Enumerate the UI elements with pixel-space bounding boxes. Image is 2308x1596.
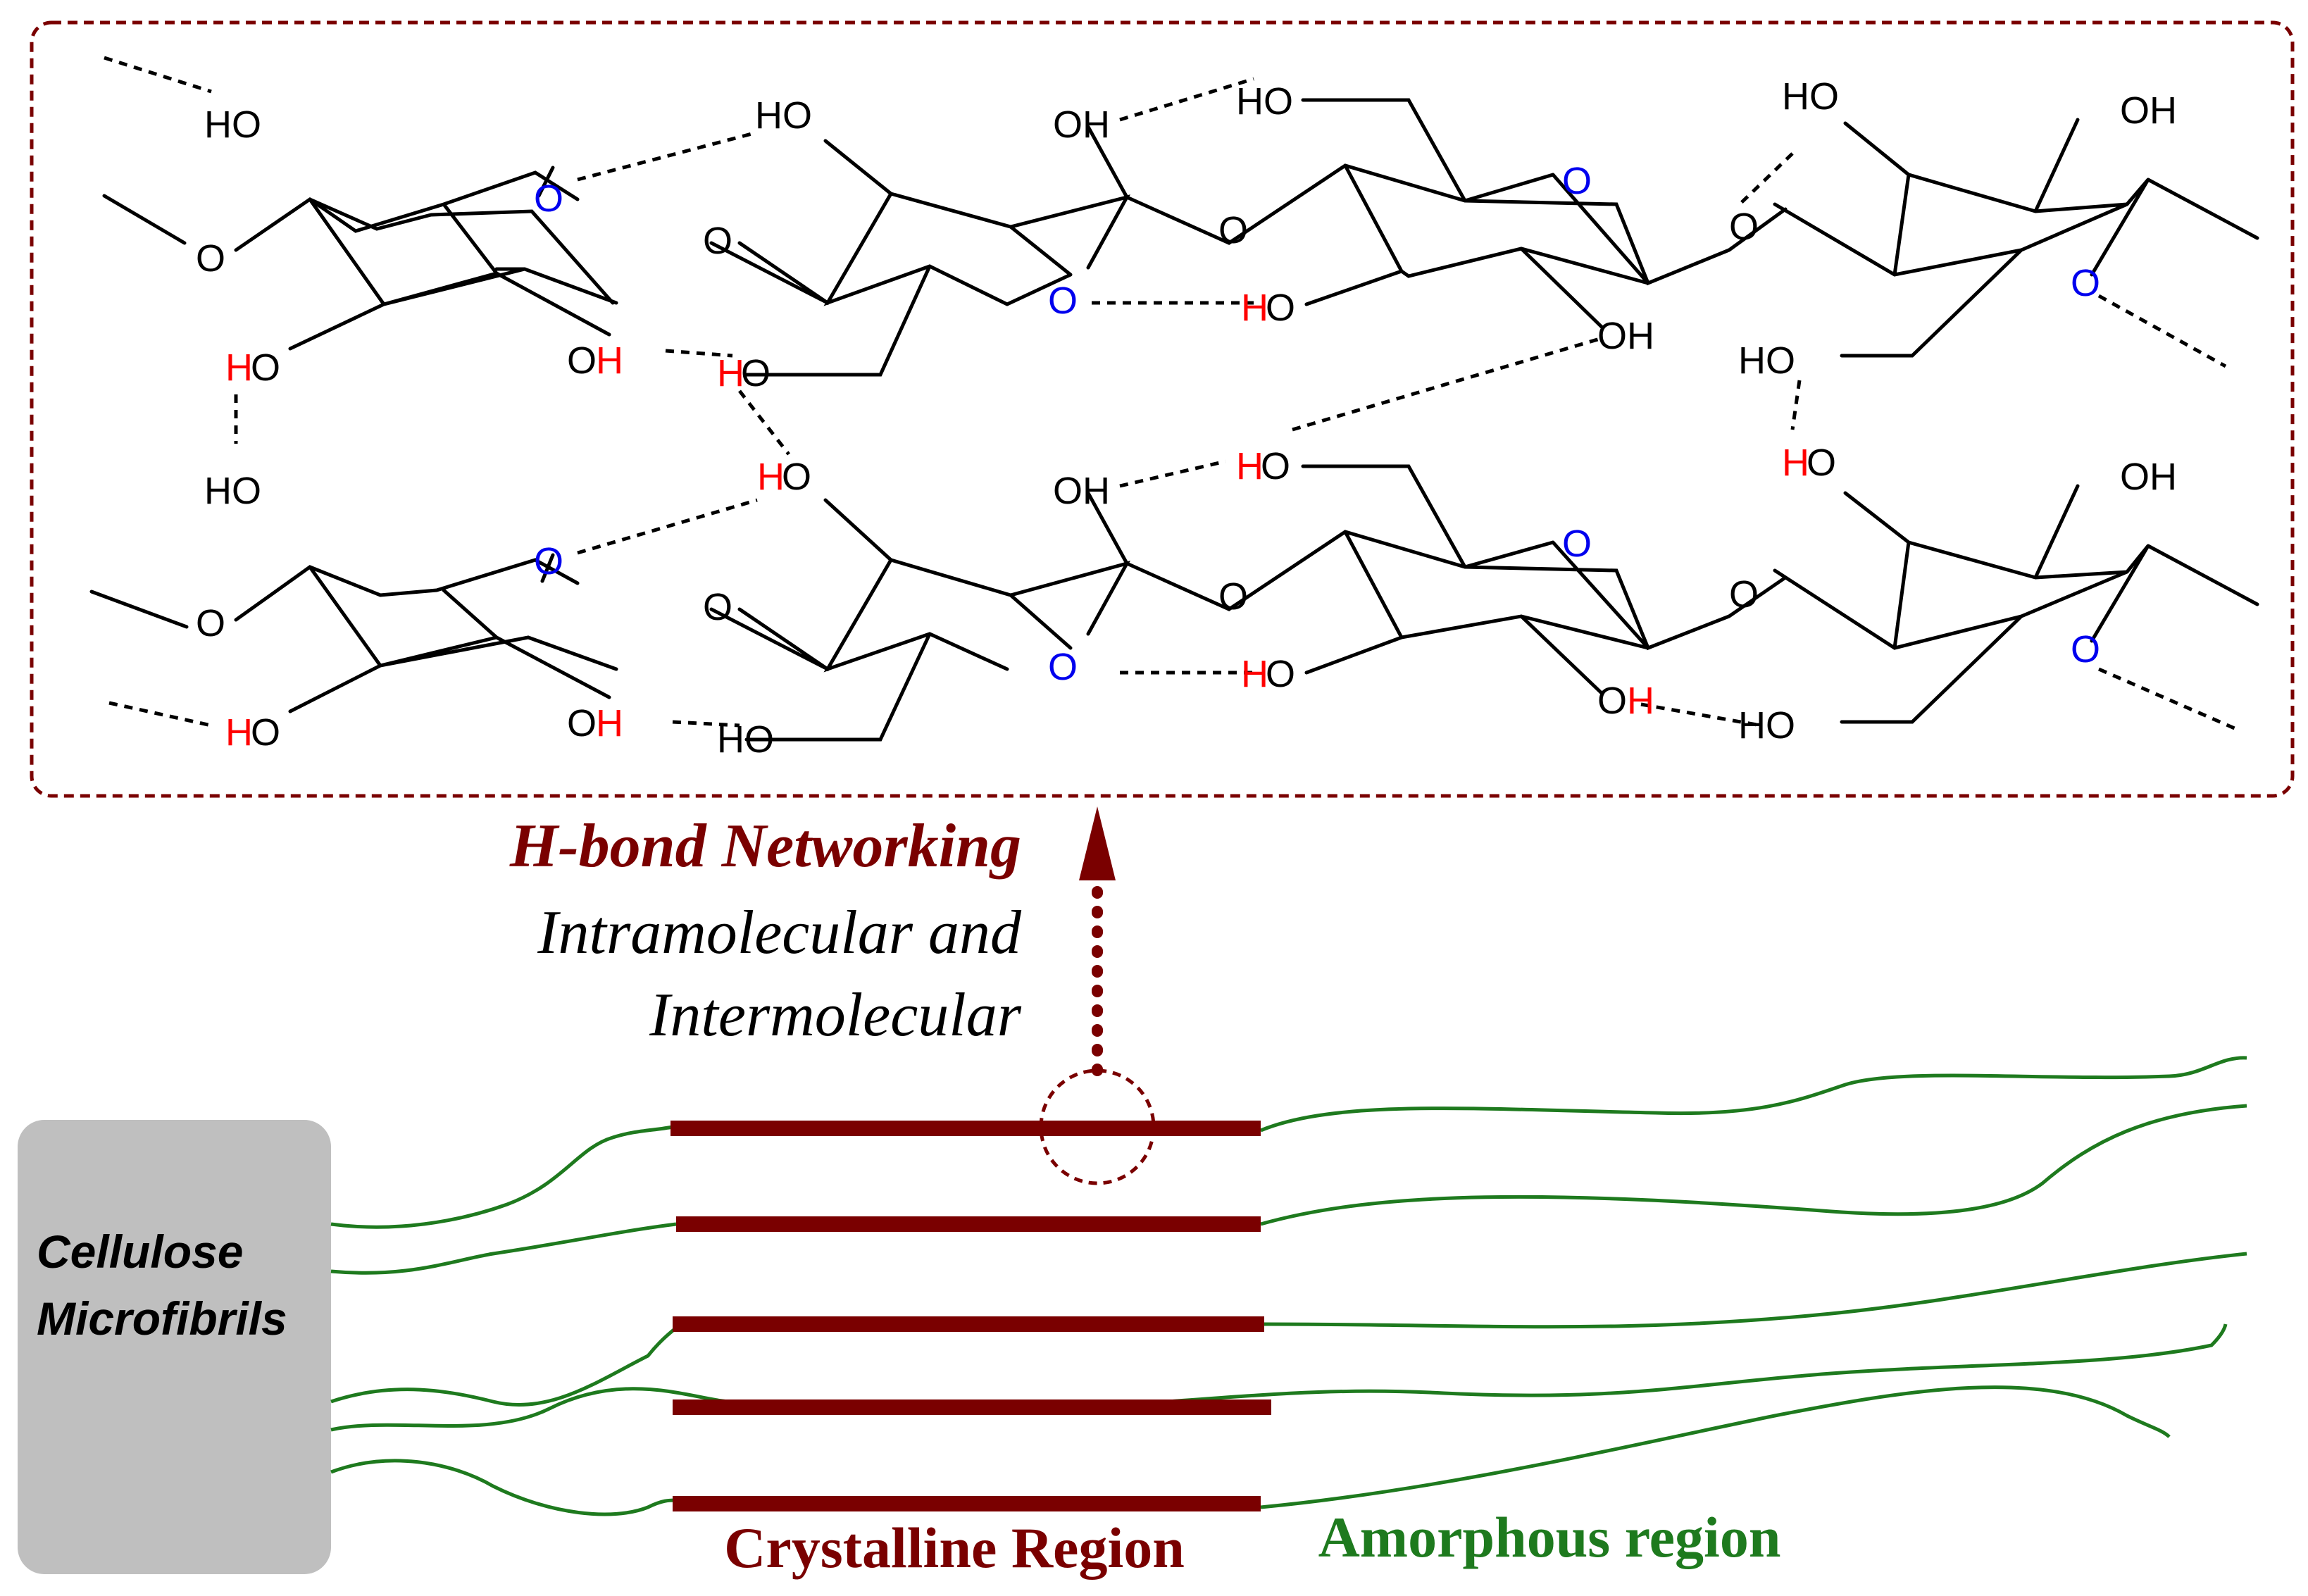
- microfibrils-label-1: Cellulose: [37, 1226, 243, 1278]
- atom-o-ring: O: [534, 540, 563, 582]
- atom-h: H: [596, 702, 623, 744]
- atom-h: H: [717, 352, 744, 394]
- atom-oh: OH: [2120, 89, 2177, 132]
- atom-oh: OH: [1597, 315, 1654, 357]
- upper-pyranose-ring-1: [308, 197, 615, 305]
- atom-o: O: [1807, 442, 1836, 484]
- atom-o-ring: O: [2071, 628, 2100, 671]
- atom-o-ring: O: [2071, 262, 2100, 304]
- atom-ho: HO: [204, 470, 261, 512]
- atom-o-link: O: [196, 237, 225, 280]
- atom-o-ring: O: [1562, 160, 1592, 202]
- cellulose-chain-lower: [89, 464, 2259, 742]
- atom-ho: HO: [1782, 75, 1839, 118]
- hydrogen-bonds: [104, 56, 2237, 731]
- atom-o-ring: O: [534, 177, 563, 220]
- atom-o: O: [567, 339, 597, 382]
- microfibrils-box: [18, 1120, 331, 1574]
- atom-o-ring: O: [1562, 523, 1592, 565]
- atom-h: H: [225, 347, 253, 389]
- atom-o-link: O: [1218, 575, 1248, 618]
- atom-oh: OH: [1053, 470, 1110, 512]
- arrowhead-icon: [1079, 806, 1116, 880]
- atom-o: O: [741, 352, 771, 394]
- atom-o-ring: O: [1048, 646, 1078, 688]
- heading-line2: Intermolecular: [649, 981, 1022, 1049]
- atom-ho: HO: [755, 94, 812, 137]
- microfibrils-label-2: Microfibrils: [37, 1292, 287, 1345]
- atom-h: H: [1236, 445, 1264, 487]
- atom-o: O: [251, 347, 280, 389]
- crystalline-bars: [670, 1121, 1271, 1511]
- atom-h: H: [596, 339, 623, 382]
- amorphous-region-label: Amorphous region: [1318, 1505, 1781, 1569]
- atom-h: H: [1627, 680, 1654, 722]
- atom-o: O: [1266, 287, 1295, 329]
- atom-ho: HO: [1738, 339, 1795, 382]
- atom-o: O: [1261, 445, 1290, 487]
- atom-o-link: O: [1729, 573, 1759, 616]
- crystalline-region-label: Crystalline Region: [724, 1516, 1185, 1580]
- atom-o-ring: O: [1048, 280, 1078, 322]
- atom-o-link: O: [1729, 206, 1759, 248]
- atom-h: H: [225, 711, 253, 754]
- atom-ho: HO: [1236, 80, 1293, 123]
- molecule-frame: [30, 20, 2295, 798]
- cellulose-chain-upper: [102, 98, 2259, 377]
- atom-o-link: O: [196, 602, 225, 644]
- atom-o: O: [567, 702, 597, 744]
- atom-h: H: [1241, 287, 1268, 329]
- atom-ho: HO: [717, 718, 774, 761]
- heading-title: H-bond Networking: [509, 812, 1021, 880]
- atom-labels: HO O O HO OH O O H O O H H O HO O H O O …: [196, 75, 2177, 761]
- atom-o: O: [251, 711, 280, 754]
- atom-ho: HO: [204, 104, 261, 146]
- atom-o-link: O: [703, 586, 732, 628]
- heading-line1: Intramolecular and: [537, 899, 1022, 967]
- atom-h: H: [1241, 653, 1268, 695]
- atom-oh: OH: [1053, 104, 1110, 146]
- amorphous-chains: [330, 1056, 2247, 1516]
- atom-o-link: O: [703, 220, 732, 262]
- atom-o: O: [782, 456, 811, 498]
- zoom-arrow: [1079, 806, 1116, 1076]
- atom-ho: HO: [1738, 704, 1795, 747]
- atom-h: H: [1782, 442, 1809, 484]
- atom-oh: OH: [2120, 456, 2177, 498]
- atom-h: H: [757, 456, 785, 498]
- atom-o-link: O: [1218, 209, 1248, 251]
- atom-o: O: [1597, 680, 1627, 722]
- atom-o: O: [1266, 653, 1295, 695]
